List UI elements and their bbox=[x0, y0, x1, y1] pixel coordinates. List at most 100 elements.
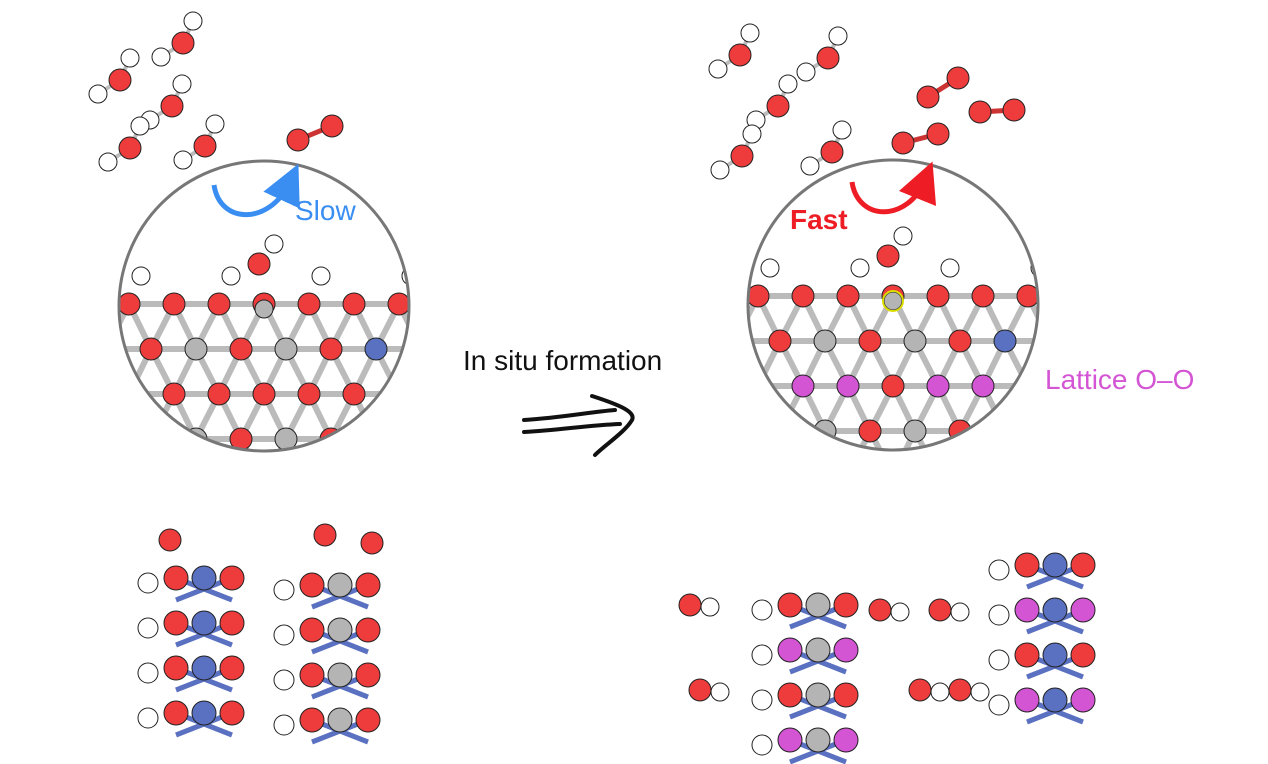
hydrogen-atom bbox=[710, 682, 730, 702]
oxygen-atom bbox=[355, 707, 381, 733]
oxygen-atom bbox=[820, 140, 844, 164]
oxygen-atom bbox=[1014, 597, 1040, 623]
oxygen-atom bbox=[833, 682, 859, 708]
oxygen-atom bbox=[837, 465, 859, 487]
oxygen-atom bbox=[208, 473, 230, 495]
oxygen-atom bbox=[730, 144, 754, 168]
oxygen-atom bbox=[747, 465, 769, 487]
oxygen-atom bbox=[1062, 465, 1084, 487]
oxygen-atom bbox=[360, 531, 384, 555]
hydrogen-atom bbox=[173, 150, 193, 170]
oxygen-atom bbox=[119, 292, 141, 316]
hydrogen-atom bbox=[930, 682, 950, 702]
metal-atom bbox=[327, 662, 353, 688]
oxygen-atom bbox=[158, 528, 182, 552]
oxygen-atom bbox=[171, 31, 195, 55]
hydrogen-atom bbox=[988, 694, 1010, 716]
hydrogen-atom bbox=[172, 74, 192, 94]
oxygen-atom bbox=[928, 598, 952, 622]
bond bbox=[421, 439, 444, 484]
oxygen-atom bbox=[342, 292, 366, 316]
active-site-atom bbox=[883, 291, 903, 311]
oxygen-atom bbox=[728, 43, 752, 67]
oxygen-atom bbox=[433, 293, 455, 315]
lattice-oxygen-atom bbox=[702, 375, 724, 397]
hydrogen-atom bbox=[120, 48, 140, 68]
hydrogen-atom bbox=[273, 579, 295, 601]
oxygen-atom bbox=[286, 128, 310, 152]
oxygen-atom bbox=[207, 382, 231, 406]
oxygen-atom bbox=[881, 374, 905, 398]
oxygen-atom bbox=[73, 293, 95, 315]
metal-atom bbox=[1084, 330, 1106, 352]
oxygen-atom bbox=[833, 592, 859, 618]
left-zoom-circle bbox=[117, 159, 411, 453]
oxygen-atom bbox=[972, 465, 994, 487]
bond bbox=[396, 437, 409, 451]
metal-atom bbox=[455, 428, 477, 450]
oxygen-atom bbox=[343, 473, 365, 495]
metal-atom bbox=[327, 617, 353, 643]
slow-arrow-icon bbox=[211, 163, 300, 218]
bond bbox=[421, 349, 444, 394]
oxygen-atom bbox=[908, 678, 932, 702]
oxygen-atom bbox=[766, 94, 790, 118]
hydrogen-atom bbox=[137, 707, 159, 729]
oxygen-atom bbox=[219, 610, 245, 636]
bond bbox=[800, 429, 828, 450]
oxygen-atom bbox=[118, 473, 140, 495]
right-gas-molecules bbox=[708, 23, 1026, 180]
hydrogen-atom bbox=[742, 124, 762, 144]
hydrogen-atom bbox=[893, 226, 913, 246]
left-surface-zoom bbox=[73, 234, 477, 495]
oxygen-atom bbox=[1014, 552, 1040, 578]
metal-atom bbox=[993, 329, 1017, 353]
oxygen-atom bbox=[298, 473, 320, 495]
bond bbox=[126, 437, 154, 451]
oxygen-atom bbox=[388, 473, 410, 495]
metal-atom bbox=[903, 329, 927, 353]
hydrogen-atom bbox=[751, 689, 773, 711]
bond bbox=[396, 347, 409, 396]
oxygen-atom bbox=[1002, 98, 1026, 122]
hydrogen-atom bbox=[708, 59, 728, 79]
hydrogen-atom bbox=[751, 734, 773, 756]
oxygen-atom bbox=[163, 655, 189, 681]
hydrogen-atom bbox=[205, 114, 225, 134]
left-bulk-structure bbox=[137, 523, 384, 745]
right-zoom-circle bbox=[746, 158, 1040, 452]
oxygen-atom bbox=[791, 284, 815, 308]
bond bbox=[171, 437, 199, 451]
oxygen-atom bbox=[926, 122, 950, 146]
metal-atom bbox=[805, 637, 831, 663]
oxygen-atom bbox=[1070, 597, 1096, 623]
bond bbox=[1050, 296, 1073, 341]
hydrogen-atom bbox=[740, 23, 760, 43]
metal-atom bbox=[327, 572, 353, 598]
hydrogen-atom bbox=[710, 160, 730, 180]
hydrogen-atom bbox=[796, 62, 816, 82]
hydrogen-atom bbox=[137, 617, 159, 639]
metal-atom bbox=[724, 330, 746, 352]
oxygen-atom bbox=[299, 707, 325, 733]
metal-atom bbox=[191, 655, 217, 681]
bond bbox=[777, 429, 806, 450]
hydrogen-atom bbox=[137, 662, 159, 684]
oxygen-atom bbox=[678, 593, 702, 617]
oxygen-atom bbox=[891, 131, 915, 155]
bond bbox=[84, 304, 106, 349]
lattice-oxygen-atom bbox=[836, 374, 860, 398]
hydrogen-atom bbox=[751, 644, 773, 666]
happy-site-ring bbox=[882, 290, 904, 312]
bond bbox=[1073, 431, 1095, 476]
metal-atom bbox=[805, 682, 831, 708]
bond bbox=[84, 439, 106, 484]
lattice-oxygen-atom bbox=[1016, 374, 1038, 398]
metal-atom bbox=[813, 329, 837, 353]
hydrogen-atom bbox=[970, 682, 990, 702]
oxygen-atom bbox=[320, 114, 344, 138]
oxygen-atom bbox=[73, 383, 95, 405]
metal-atom bbox=[364, 427, 388, 451]
hydrogen-atom bbox=[940, 258, 960, 278]
metal-atom bbox=[1084, 420, 1106, 442]
